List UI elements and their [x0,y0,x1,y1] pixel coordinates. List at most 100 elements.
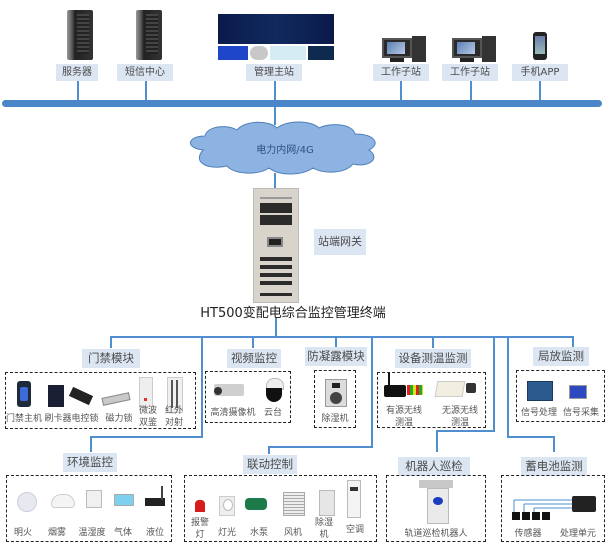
connector [90,436,203,438]
access-host-icon [17,381,31,407]
module-box-partial-discharge [516,370,605,422]
ptz-dome-icon [264,378,284,404]
item-label: 气体 [113,528,132,538]
item-label: 磁力锁 [105,414,133,424]
alarm-light-icon [195,500,205,512]
module-label-linkage: 联动控制 [243,455,297,474]
node-label-sms-center: 短信中心 [117,64,173,81]
light-bulb-icon [219,496,235,516]
connector [90,436,92,452]
card-reader-icon [48,385,64,407]
item-label: 明火 [13,528,32,538]
item-label: 高清摄像机 [210,408,256,418]
sensor-tags-icon [407,385,423,395]
node-label-workstation-1: 工作子站 [373,64,429,81]
network-label: 电力内网/4G [256,145,314,156]
item-label: 水泵 [249,528,268,538]
dashboard-screen-icon [218,14,334,62]
item-label: 传感器 [514,529,542,539]
item-label: 处理单元 [559,529,596,539]
module-label-condensation: 防凝露模块 [305,347,367,366]
level-sensor-icon [145,486,165,506]
passive-sensor-icon [434,381,466,397]
sensor-array-icon [512,496,596,520]
connector [507,336,509,438]
item-label: 报警 灯 [190,518,209,540]
module-label-access-control: 门禁模块 [82,349,140,368]
server-tower-icon [136,10,162,60]
connector [274,81,276,101]
module-box-linkage [184,475,377,542]
module-label-partial-discharge: 局放监测 [533,347,589,366]
connector [436,430,438,452]
electric-lock-icon [68,386,94,406]
connector [371,336,373,448]
desktop-pc-icon [382,36,426,64]
connector [572,336,574,348]
network-bus [2,100,602,107]
module-label-environment: 环境监控 [63,453,117,472]
module-label-video: 视频监控 [227,349,281,368]
infrared-beam-icon [167,377,183,413]
item-label: 空调 [345,525,364,535]
item-label: 信号采集 [562,408,599,418]
item-label: 温湿度 [78,528,106,538]
connector [110,336,574,338]
magnetic-lock-icon [101,392,131,406]
item-label: 信号处理 [520,408,557,418]
node-label-server: 服务器 [56,64,98,81]
rail-robot-icon [427,488,449,524]
item-label: 液位 [145,528,164,538]
dehumidifier-icon [319,490,335,516]
connector [432,336,434,348]
item-label: 灯光 [217,528,236,538]
module-box-video [205,371,291,423]
item-label: 无源无线 测温 [441,406,478,428]
item-label: 刷卡器 [44,414,72,424]
connector [400,81,402,101]
signal-collector-icon [569,385,587,399]
connector [507,436,555,438]
cabinet-icon [253,188,299,303]
air-conditioner-icon [347,480,361,518]
connector [539,81,541,101]
node-label-mobile-app: 手机APP [512,64,568,81]
connector [274,173,276,189]
item-label: 轨道巡检机器人 [404,529,468,539]
hd-camera-icon [214,384,244,396]
connector [493,336,495,432]
item-label: 有源无线 测温 [385,406,422,428]
connector [274,107,276,125]
connector [77,81,79,101]
module-box-environment [6,475,172,542]
server-tower-icon [67,10,93,60]
gateway-label: 站端网关 [314,229,366,255]
connector [201,336,203,438]
connector [470,81,472,101]
module-label-battery: 蓄电池监测 [521,457,587,476]
connector [145,81,147,101]
item-label: 除湿 机 [314,518,333,540]
water-pump-icon [245,498,267,510]
rail-icon [419,480,453,488]
connector [110,336,112,348]
fan-icon [283,492,305,516]
desktop-pc-icon [452,36,496,64]
connector [252,336,254,348]
humidity-sensor-icon [86,490,102,508]
item-label: 云台 [263,408,282,418]
connector [275,318,277,338]
cloud-icon [190,121,376,175]
connector [268,446,270,454]
smartphone-icon [533,32,547,60]
microwave-detector-icon [139,377,153,407]
smoke-detector-icon [51,494,75,508]
active-sensor-icon [384,373,406,397]
module-box-battery [501,475,605,542]
item-label: 红外 对射 [164,406,183,428]
item-label: 烟雾 [47,528,66,538]
connector [335,336,337,348]
gas-sensor-icon [114,494,134,506]
item-label: 微波 双鉴 [138,406,157,428]
item-label: 门禁主机 [5,414,42,424]
